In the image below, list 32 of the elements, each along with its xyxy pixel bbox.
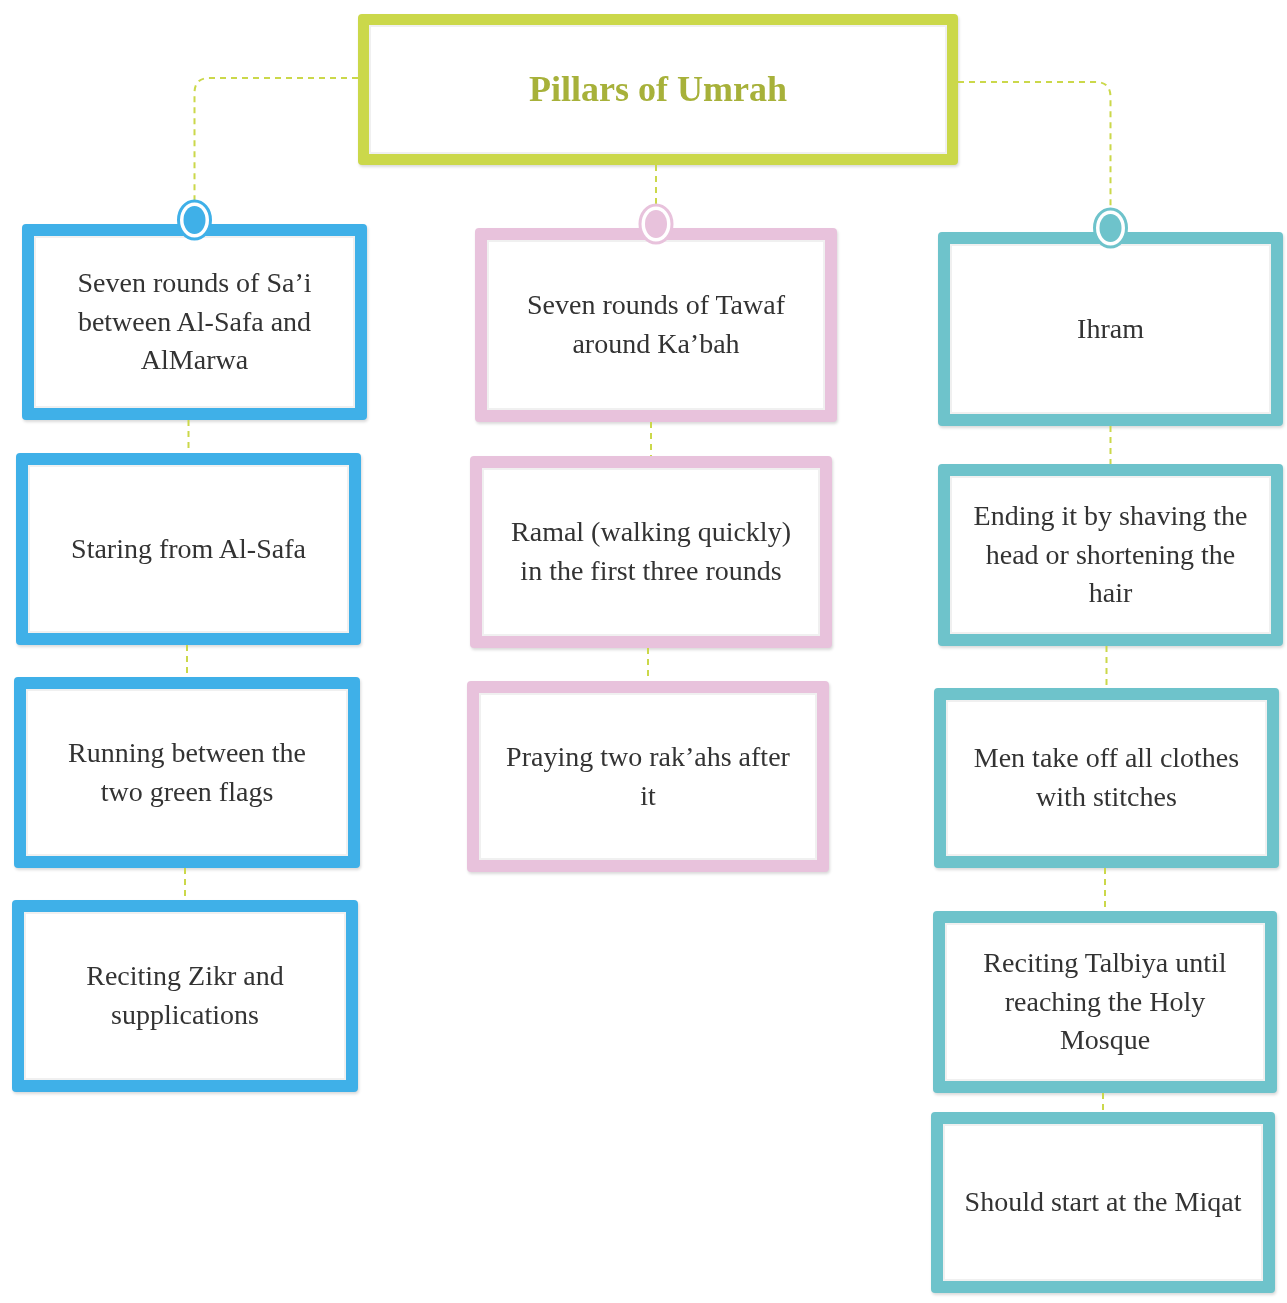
step-box — [467, 681, 829, 872]
step-text: Men take off all clothes with stitches — [972, 741, 1241, 814]
step-text: Reciting Talbiya until reaching the Holy Mosque — [982, 946, 1228, 1058]
step-box — [14, 677, 360, 868]
step-text: Running between the two green flags — [67, 735, 307, 809]
title-box — [358, 14, 958, 165]
step-text: Reciting Zikr and supplications — [85, 959, 285, 1032]
step-box — [938, 464, 1283, 646]
dashed-connector — [1109, 425, 1112, 465]
step-text: Ramal (walking quickly) in the first three rounds — [510, 515, 792, 588]
dashed-connector — [1102, 1092, 1104, 1113]
step-text: Should start at the Miqat — [964, 1185, 1242, 1220]
step-box — [470, 456, 832, 648]
step-text: Praying two rak’ahs after it — [505, 739, 791, 813]
dotted-connector — [638, 164, 674, 245]
step-text: Ending it by shaving the head or shortening the hair — [972, 499, 1249, 611]
step-text: Ihram — [1077, 311, 1144, 346]
step-text: Staring from Al-Safa — [71, 531, 306, 566]
step-box — [931, 1112, 1275, 1293]
step-text: Seven rounds of Tawaf around Ka’bah — [526, 288, 786, 361]
dashed-connector — [650, 421, 652, 457]
step-text: Seven rounds of Sa’i between Al-Safa and AlMarwa — [76, 266, 313, 378]
dotted-connector — [957, 81, 1128, 249]
dotted-connector — [177, 77, 359, 241]
step-box — [12, 900, 358, 1092]
step-box — [22, 224, 367, 420]
title-text: Pillars of Umrah — [529, 67, 787, 111]
step-box — [938, 232, 1283, 426]
step-box — [934, 688, 1279, 868]
step-box — [475, 228, 837, 422]
step-box — [16, 453, 361, 645]
step-box — [933, 911, 1277, 1093]
